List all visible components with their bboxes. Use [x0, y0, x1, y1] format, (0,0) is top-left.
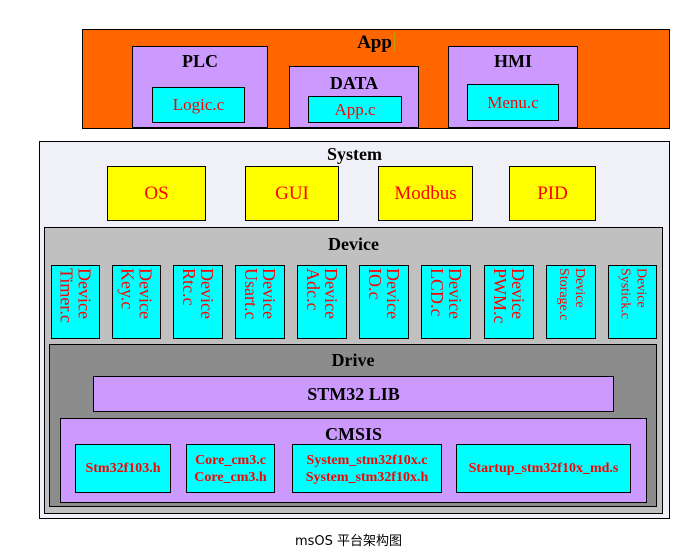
device-label: Device: [197, 268, 217, 319]
system-module-gui: GUI: [245, 166, 339, 221]
cmsis-file-label: Stm32f103.h: [85, 461, 161, 476]
device-label: Device: [633, 268, 649, 308]
cmsis-title: CMSIS: [324, 424, 382, 444]
device-file: Key.c: [117, 268, 138, 310]
device-label: Device: [135, 268, 156, 319]
device-file: Systick.c: [617, 268, 633, 319]
device-title: Device: [328, 234, 379, 254]
cmsis-file-label: Core_cm3.h: [194, 469, 267, 485]
file-menu-c: Menu.c: [467, 84, 559, 121]
module-plc-title: PLC: [182, 51, 218, 71]
device-label: Device: [74, 268, 95, 319]
cmsis-file-core-cm3: Core_cm3.c Core_cm3.h: [186, 444, 275, 493]
device-label: Device: [383, 268, 403, 319]
file-app-c: App.c: [308, 96, 402, 123]
device-label: Device: [445, 268, 465, 319]
figure-caption: msOS 平台架构图: [294, 534, 403, 549]
device-label: Device: [508, 268, 528, 319]
cmsis-file-label: System_stm32f10x.c: [306, 452, 428, 468]
drive-title: Drive: [331, 350, 375, 370]
device-file: Timer.c: [56, 268, 77, 323]
text-cursor: [393, 33, 395, 51]
device-label: Device: [259, 268, 279, 319]
module-data-title: DATA: [329, 73, 379, 93]
device-label: Device: [572, 268, 587, 308]
device-file: Storage.c: [556, 268, 571, 321]
app-title-text: App: [357, 32, 392, 53]
device-file: PWM.c: [490, 268, 510, 324]
device-file: LCD.c: [427, 268, 447, 317]
device-file: Usart.c: [241, 268, 261, 320]
system-title: System: [327, 144, 382, 164]
device-label: Device: [321, 268, 341, 319]
stm32-lib: STM32 LIB: [93, 376, 614, 412]
device-file: Adc.c: [303, 268, 323, 311]
file-logic-c: Logic.c: [152, 87, 245, 123]
cmsis-file-label: Startup_stm32f10x_md.s: [468, 461, 619, 476]
system-module-os: OS: [107, 166, 206, 221]
app-title: App: [83, 32, 669, 54]
cmsis-file-startup-stm32f10x-md-s: Startup_stm32f10x_md.s: [456, 444, 631, 493]
cmsis-file-label: System_stm32f10x.h: [305, 469, 429, 485]
module-hmi-title: HMI: [494, 51, 532, 71]
cmsis-file-label: Core_cm3.c: [195, 452, 266, 468]
cmsis-file-stm32f103-h: Stm32f103.h: [75, 444, 171, 493]
device-file: Rtc.c: [179, 268, 199, 306]
cmsis-file-system-stm32f10x: System_stm32f10x.c System_stm32f10x.h: [292, 444, 442, 493]
system-module-pid: PID: [509, 166, 596, 221]
stm32-lib-label: STM32 LIB: [307, 383, 400, 404]
device-file: IO.c: [365, 268, 385, 300]
system-module-modbus: Modbus: [378, 166, 473, 221]
